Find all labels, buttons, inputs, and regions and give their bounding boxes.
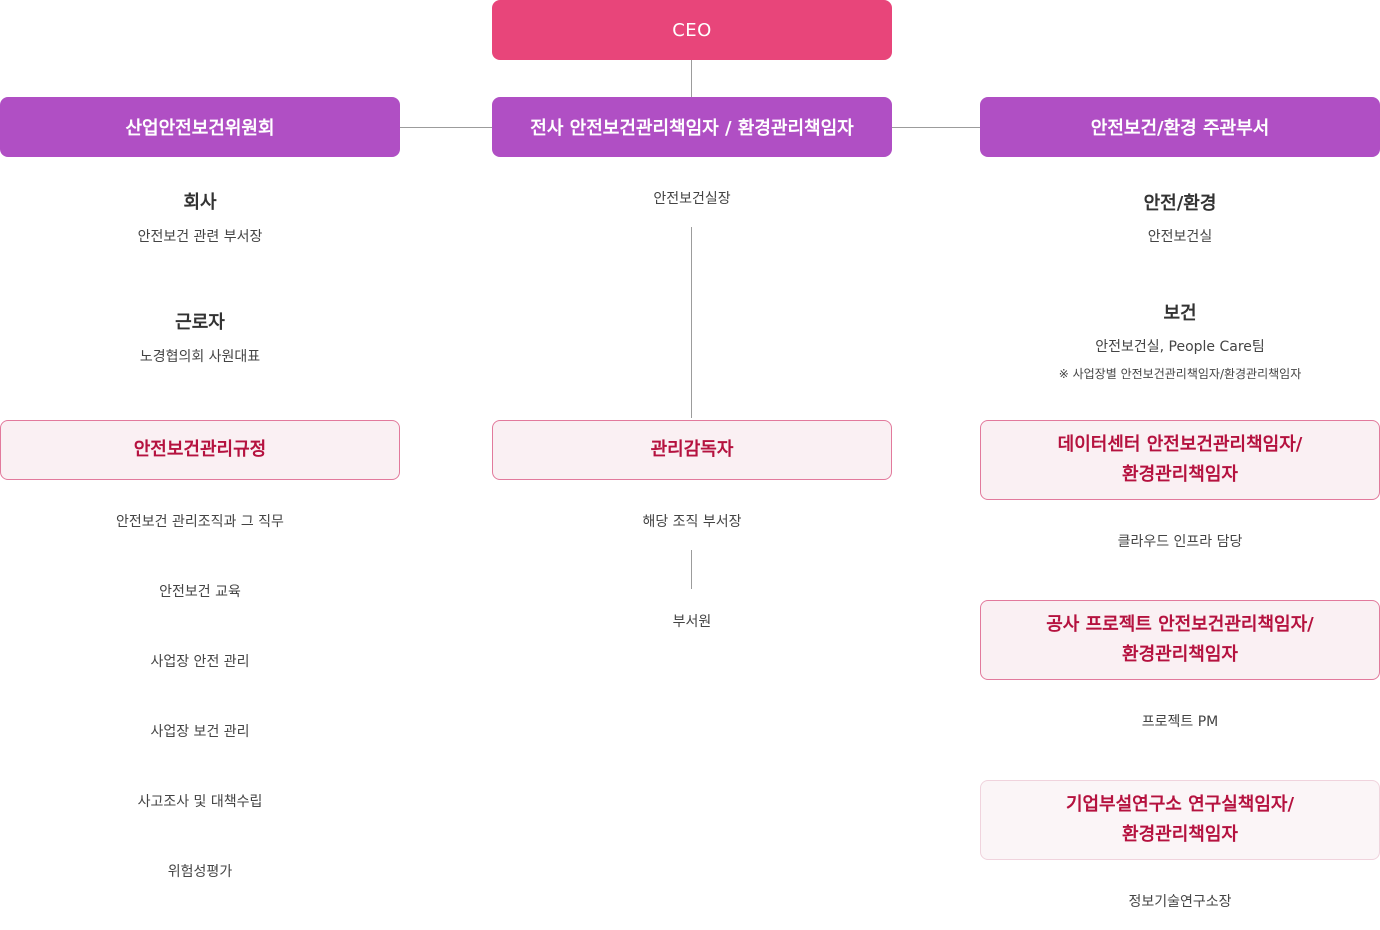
committee-header-label: 산업안전보건위원회 <box>125 118 275 139</box>
supervisor-label: 관리감독자 <box>650 439 734 460</box>
manager-header: 전사 안전보건관리책임자 / 환경관리책임자 <box>492 97 892 157</box>
connector-depthead-to-member <box>691 550 692 589</box>
worker-title: 근로자 <box>175 312 225 333</box>
regulation-item: 사업장 안전 관리 <box>150 654 250 670</box>
supervisor-box: 관리감독자 <box>492 420 892 480</box>
health-title: 보건 <box>1163 303 1197 324</box>
manager-header-label: 전사 안전보건관리책임자 / 환경관리책임자 <box>530 118 854 139</box>
regulation-label: 안전보건관리규정 <box>133 439 267 460</box>
regulation-item: 사업장 보건 관리 <box>150 724 250 740</box>
research-line1: 기업부설연구소 연구실책임자/ <box>1065 794 1295 815</box>
datacenter-box: 데이터센터 안전보건관리책임자/ 환경관리책임자 <box>980 420 1380 500</box>
ceo-label: CEO <box>672 19 712 41</box>
worker-desc: 노경협의회 사원대표 <box>139 349 261 365</box>
committee-header: 산업안전보건위원회 <box>0 97 400 157</box>
regulation-box: 안전보건관리규정 <box>0 420 400 480</box>
datacenter-line1: 데이터센터 안전보건관리책임자/ <box>1057 434 1303 455</box>
datacenter-desc: 클라우드 인프라 담당 <box>1117 534 1243 550</box>
datacenter-line2: 환경관리책임자 <box>1122 464 1238 485</box>
connector-committee-to-manager <box>400 127 492 128</box>
health-desc: 안전보건실, People Care팀 <box>1095 339 1265 355</box>
research-line2: 환경관리책임자 <box>1122 824 1238 845</box>
dept-header-label: 안전보건/환경 주관부서 <box>1090 118 1270 139</box>
construction-desc: 프로젝트 PM <box>1141 714 1219 730</box>
construction-box: 공사 프로젝트 안전보건관리책임자/ 환경관리책임자 <box>980 600 1380 680</box>
dept-head-label: 해당 조직 부서장 <box>642 514 742 530</box>
research-desc: 정보기술연구소장 <box>1128 894 1232 910</box>
regulation-item: 안전보건 관리조직과 그 직무 <box>116 514 284 530</box>
construction-line2: 환경관리책임자 <box>1122 644 1238 665</box>
safety-desc: 안전보건실 <box>1147 229 1213 245</box>
connector-manager-to-dept <box>892 127 980 128</box>
regulation-item: 안전보건 교육 <box>159 584 241 600</box>
safety-title: 안전/환경 <box>1143 193 1217 214</box>
dept-header: 안전보건/환경 주관부서 <box>980 97 1380 157</box>
regulation-item: 위험성평가 <box>167 864 233 880</box>
connector-ceo-to-manager <box>691 60 692 97</box>
research-box: 기업부설연구소 연구실책임자/ 환경관리책임자 <box>980 780 1380 860</box>
ceo-box: CEO <box>492 0 892 60</box>
office-head-label: 안전보건실장 <box>653 191 731 207</box>
construction-line1: 공사 프로젝트 안전보건관리책임자/ <box>1046 614 1314 635</box>
member-label: 부서원 <box>672 614 712 630</box>
health-note: ※ 사업장별 안전보건관리책임자/환경관리책임자 <box>1058 367 1302 381</box>
company-desc: 안전보건 관련 부서장 <box>137 229 263 245</box>
regulation-item: 사고조사 및 대책수립 <box>137 794 263 810</box>
company-title: 회사 <box>183 192 217 213</box>
connector-office-to-supervisor <box>691 227 692 418</box>
